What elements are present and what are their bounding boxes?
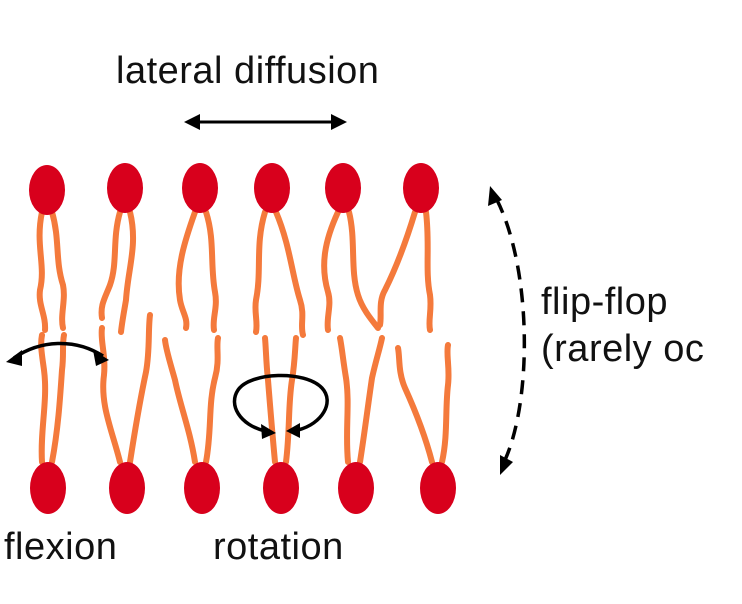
top-leaflet-heads [29,163,439,215]
flip-flop-label: flip-flop [541,281,668,323]
flexion-label: flexion [4,526,118,568]
top-lipid-6-tail-right [423,209,434,333]
flexion-arrow [6,341,109,366]
bottom-lipid-6-tail-left [395,345,435,465]
bottom-lipid-4-tail-left [262,335,278,465]
bottom-lipid-head-4 [263,462,299,514]
top-lipid-3-tail-right [203,209,219,333]
bottom-lipid-5-tail-left [337,335,351,465]
top-lipid-head-2 [107,163,143,213]
bottom-lipid-head-2 [109,462,145,514]
top-lipid-4-tail-left [252,209,268,335]
bottom-leaflet-tails [38,312,452,465]
bottom-lipid-head-6 [420,462,456,514]
bottom-lipid-2-tail-left [98,325,123,465]
bottom-lipid-5-tail-right [357,335,385,465]
bottom-lipid-head-1 [30,462,66,514]
bottom-lipid-head-5 [338,462,374,514]
top-lipid-head-1 [29,165,65,215]
top-lipid-1-tail-right [49,209,67,331]
top-lipid-head-5 [325,163,361,213]
top-lipid-head-6 [403,163,439,213]
bottom-lipid-3-tail-left [162,337,198,465]
lateral-diffusion-label: lateral diffusion [116,50,380,92]
top-lipid-1-tail-left [36,209,49,333]
bottom-lipid-3-tail-right [203,335,221,465]
bottom-lipid-2-tail-right [127,312,153,465]
rotation-arrow [232,373,329,439]
top-lipid-6-tail-left [377,209,418,328]
bottom-lipid-1-tail-left [38,332,49,465]
flip-flop-note-label: (rarely oc [541,328,705,370]
rotation-label: rotation [213,526,344,568]
bottom-lipid-1-tail-right [49,332,67,465]
top-lipid-4-tail-right [273,209,306,338]
top-lipid-5-tail-right [346,209,381,331]
top-lipid-head-3 [182,163,218,213]
bottom-leaflet-heads [30,462,456,514]
bottom-lipid-4-tail-right [283,335,299,465]
top-lipid-2-tail-left [98,209,123,321]
top-lipid-head-4 [254,163,290,213]
top-leaflet-tails [36,209,434,338]
bottom-lipid-head-3 [184,462,220,514]
lateral-diffusion-arrow [184,114,347,130]
top-lipid-5-tail-left [321,209,341,333]
top-lipid-2-tail-right [118,209,137,335]
top-lipid-3-tail-left [175,209,198,331]
flip-flop-arrow [488,186,527,475]
bottom-lipid-6-tail-right [439,342,452,465]
